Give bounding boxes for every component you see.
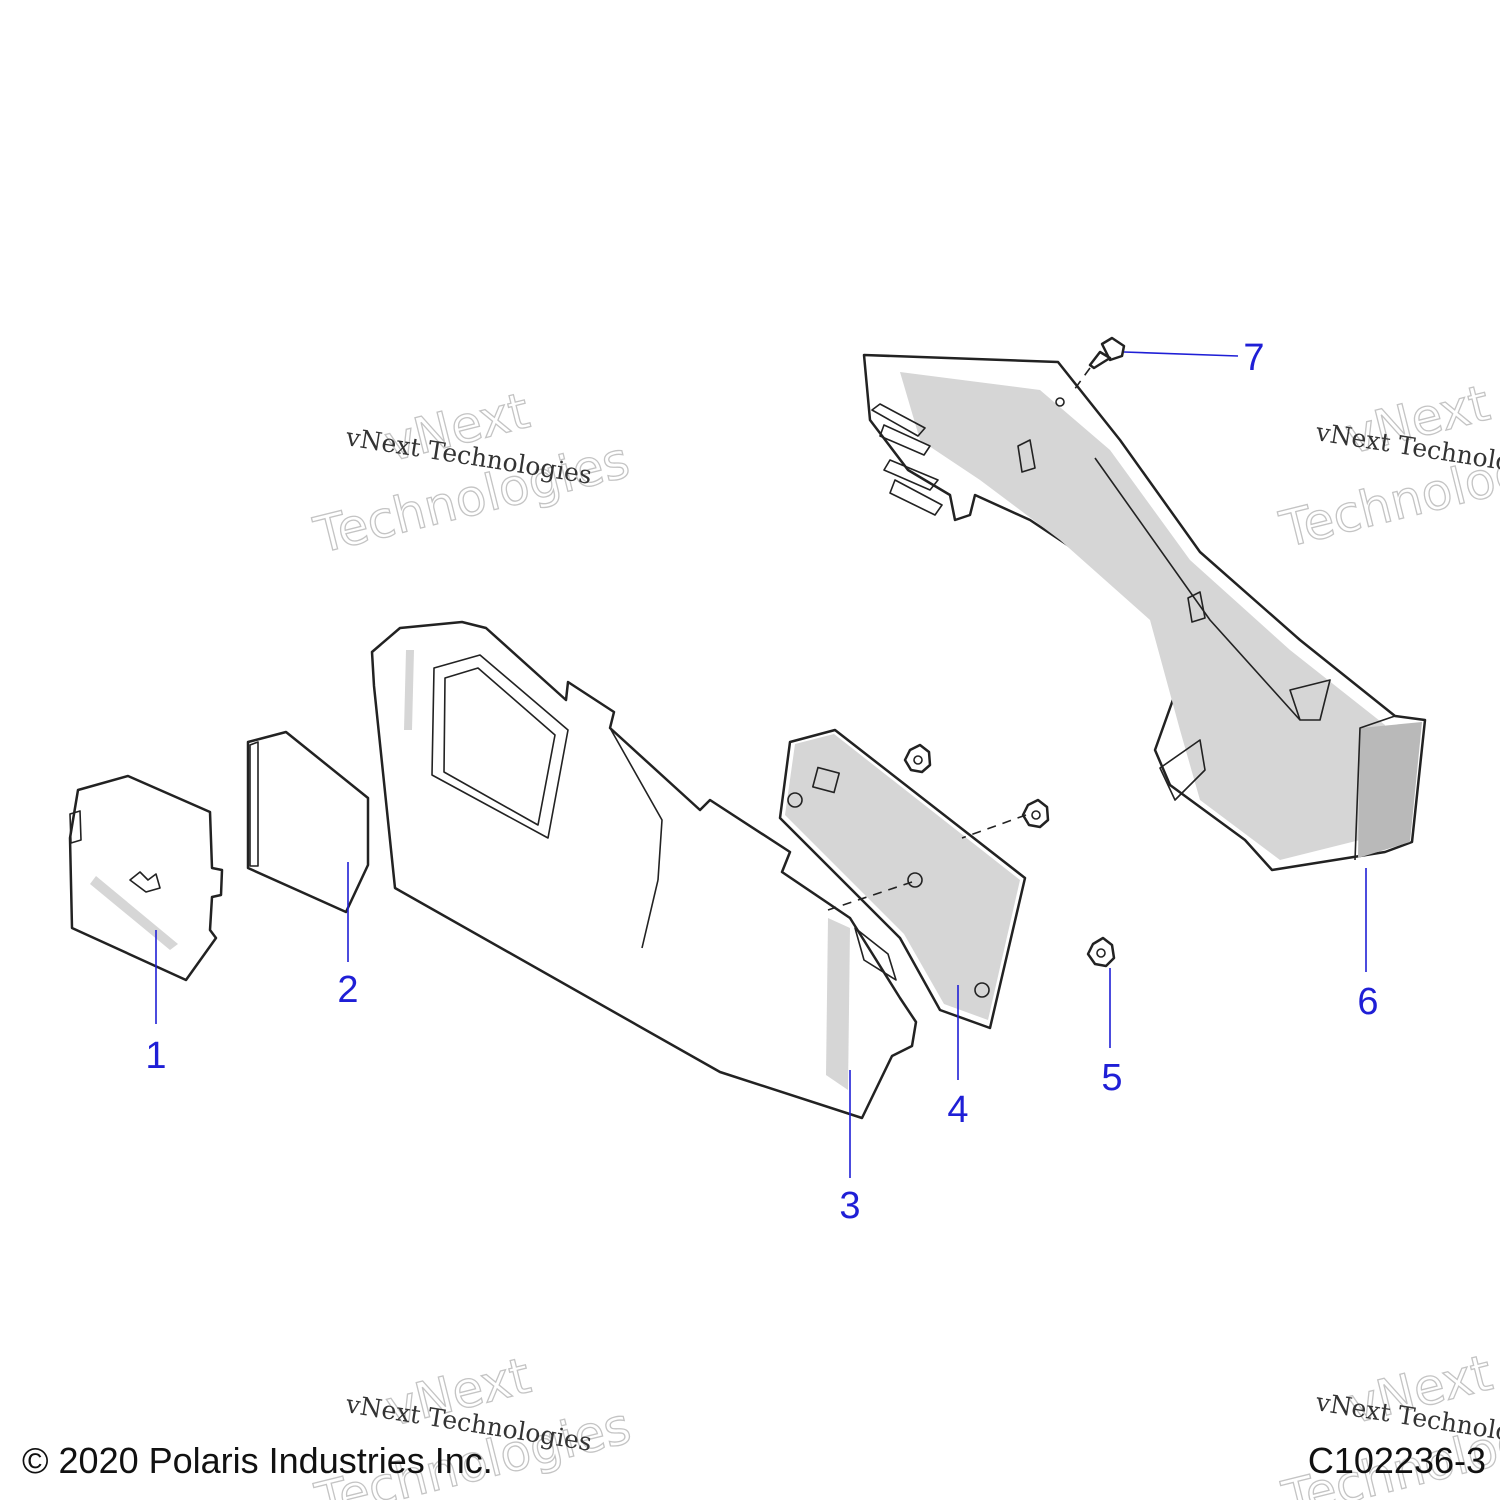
callout-3: 3 (839, 1185, 860, 1227)
drawing-number: C102236-3 (1307, 1440, 1486, 1481)
assembly-line-nut-to-bracket (961, 814, 1027, 839)
leader-7 (1123, 351, 1239, 357)
callout-1: 1 (145, 1035, 166, 1077)
assembly-line-rivet-to-guard (1073, 367, 1091, 391)
part-7-push-rivet (1088, 336, 1126, 370)
callout-7: 7 (1243, 337, 1264, 379)
part-1-access-cover (68, 774, 224, 982)
callout-4: 4 (947, 1089, 968, 1131)
part-4-mounting-bracket (778, 728, 1027, 1030)
callout-2: 2 (337, 969, 358, 1011)
part-5-push-nuts (903, 743, 1116, 968)
callout-group: 1 2 3 4 5 6 7 (145, 337, 1378, 1227)
part-2-foam-pad (246, 730, 370, 914)
callout-5: 5 (1101, 1057, 1122, 1099)
part-3-main-panel (370, 620, 918, 1120)
callout-6: 6 (1357, 981, 1378, 1023)
part-6-side-guard (862, 353, 1427, 872)
copyright-notice: © 2020 Polaris Industries Inc. (22, 1440, 493, 1481)
